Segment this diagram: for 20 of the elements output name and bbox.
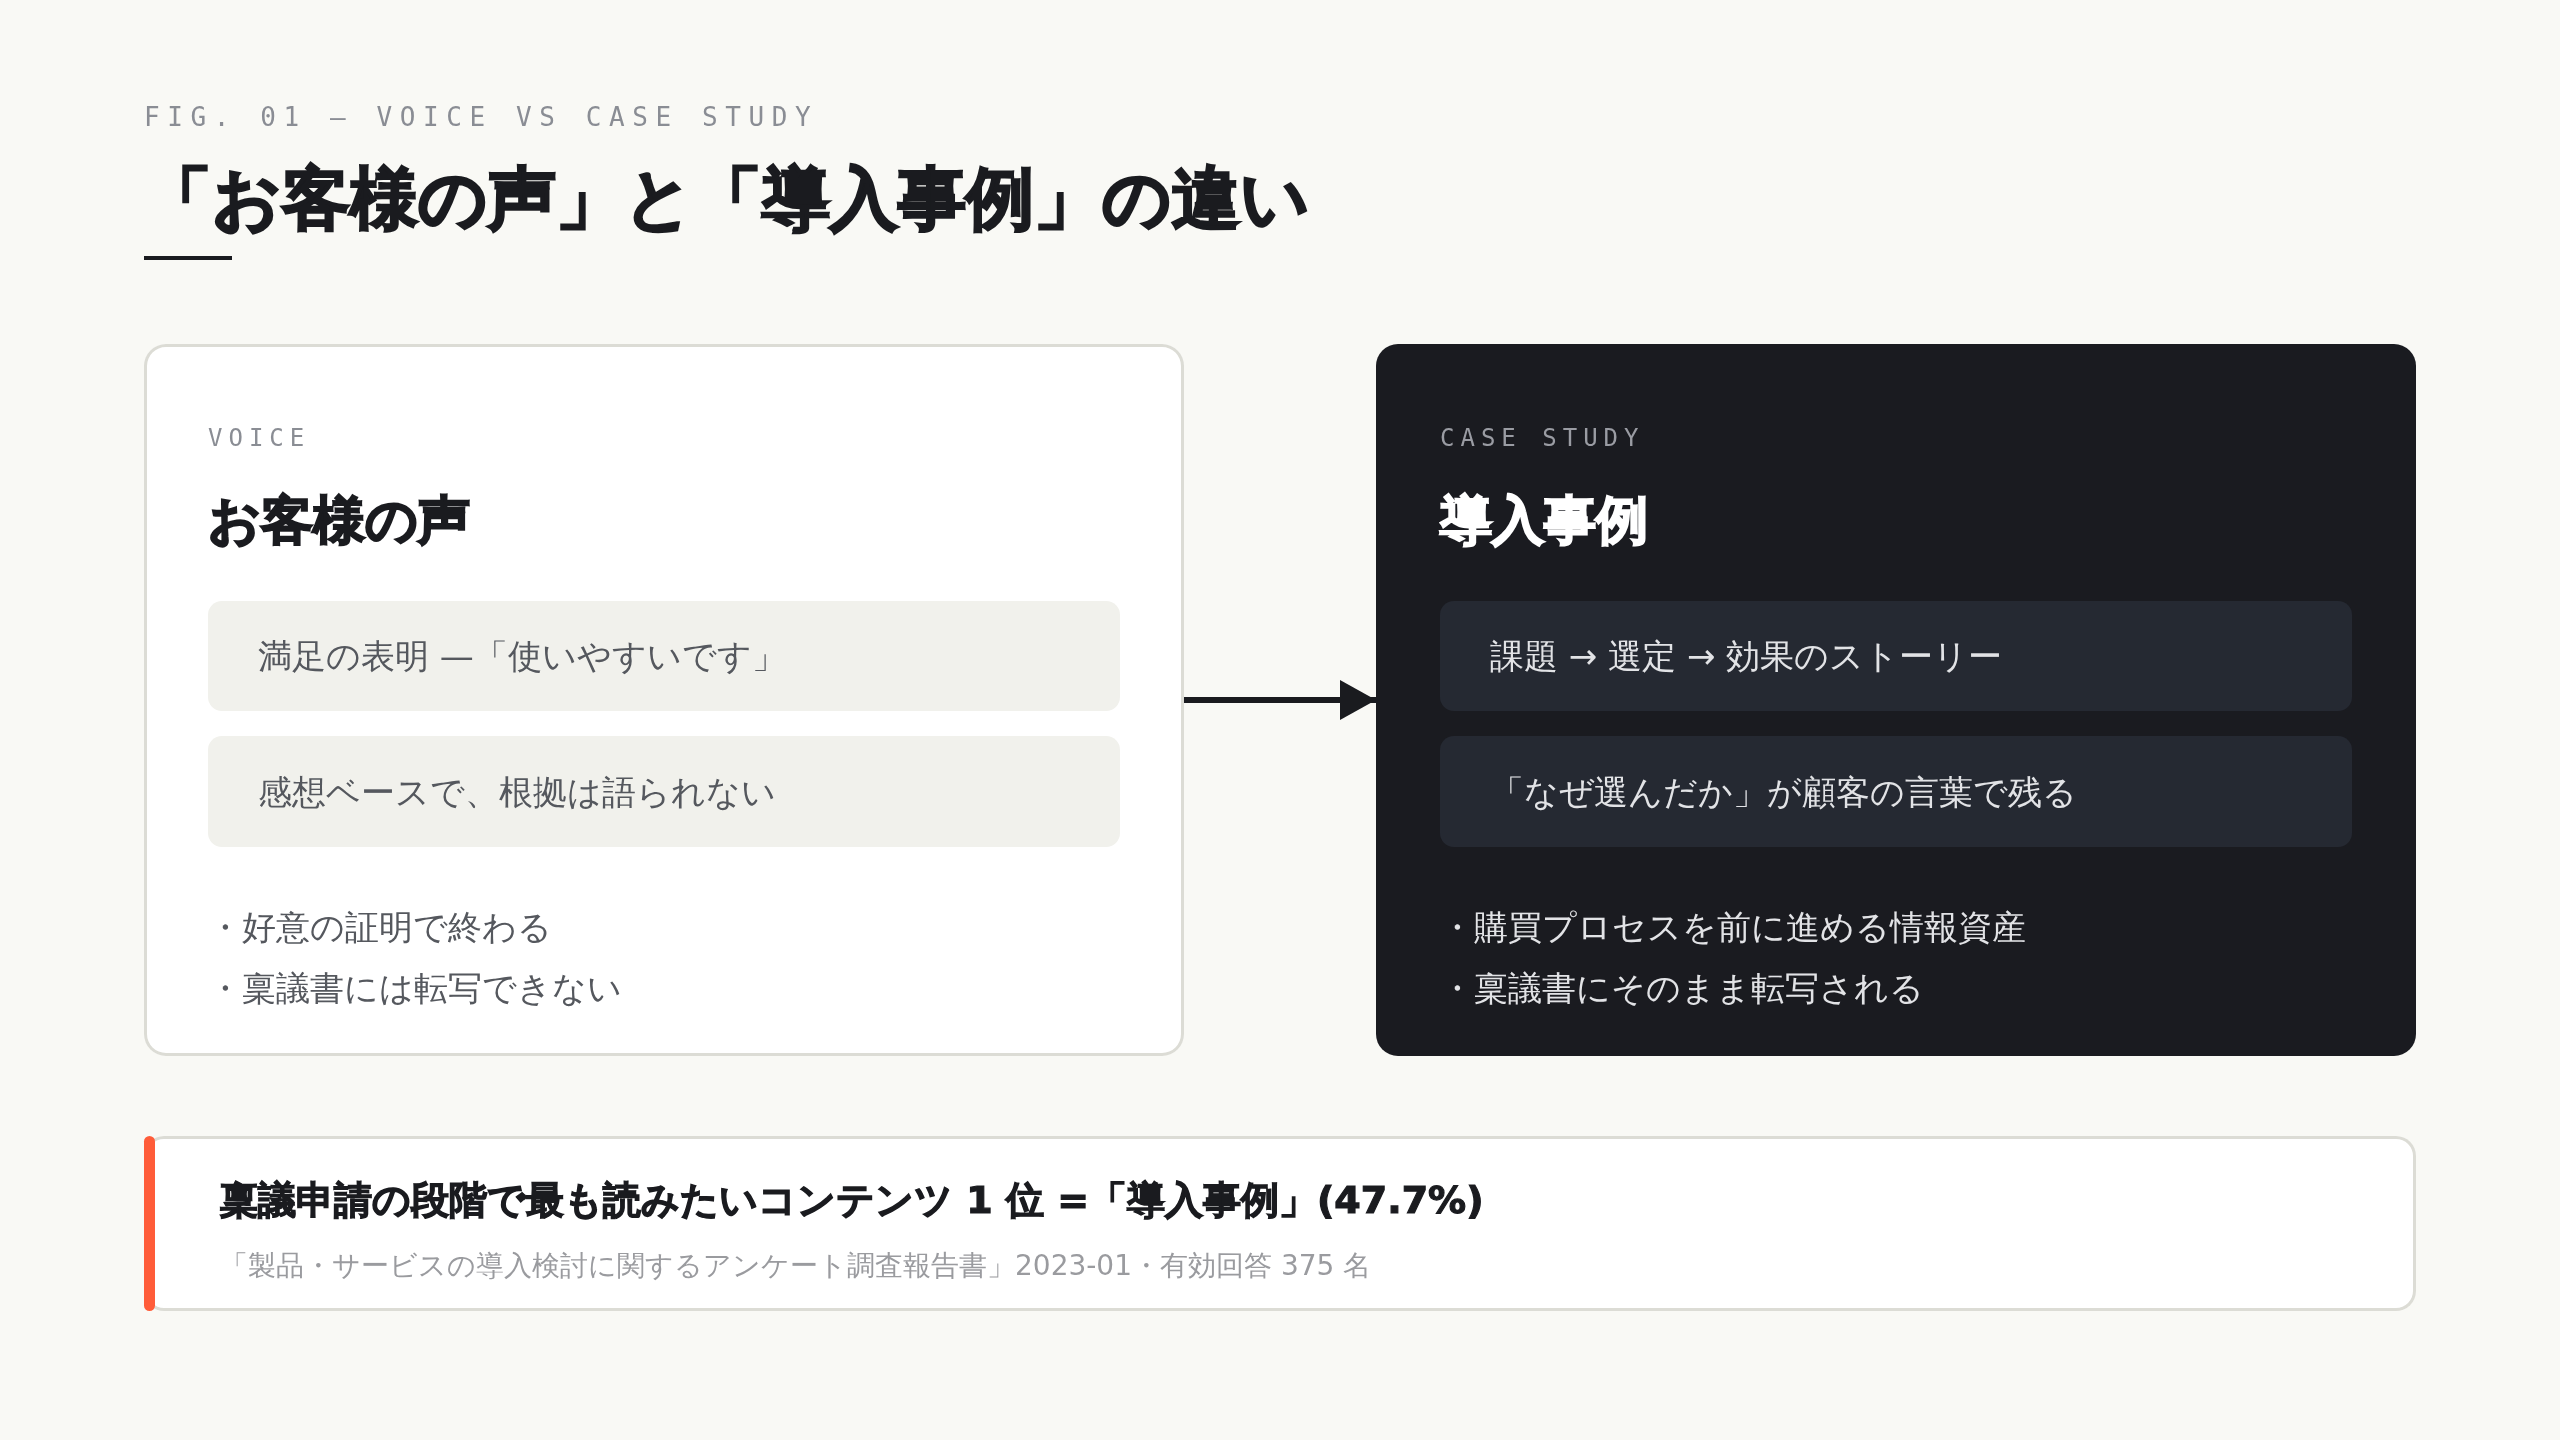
- point-text: 感想ベースで、根拠は語られない: [258, 771, 776, 814]
- bullet-item: ・稟議書には転写できない: [208, 967, 622, 1010]
- callout-panel: [144, 1136, 2416, 1311]
- page-title: 「お客様の声」と「導入事例」の違い: [144, 162, 1310, 236]
- point-text: 満足の表明 —「使いやすいです」: [258, 635, 786, 678]
- source-note: 「製品・サービスの導入検討に関するアンケート調査報告書」2023-01・有効回答 375 名: [220, 1248, 1372, 1284]
- eyebrow-label: VOICE: [208, 423, 311, 454]
- bullet-item: ・好意の証明で終わる: [208, 906, 552, 949]
- point-text: 「なぜ選んだか」が顧客の言葉で残る: [1490, 771, 2077, 814]
- eyebrow-label: CASE STUDY: [1440, 423, 1645, 454]
- point-text: 課題 → 選定 → 効果のストーリー: [1490, 635, 2003, 678]
- bullet-item: ・購買プロセスを前に進める情報資産: [1440, 906, 2026, 949]
- figure-label: FIG. 01 — VOICE VS CASE STUDY: [144, 101, 819, 134]
- comparison-card: [1376, 344, 2416, 1056]
- card-heading: 導入事例: [1440, 489, 1648, 552]
- callout-heading: 稟議申請の段階で最も読みたいコンテンツ 1 位 =「導入事例」(47.7%): [220, 1177, 1484, 1224]
- comparison-card: [144, 344, 1184, 1056]
- bullet-item: ・稟議書にそのまま転写される: [1440, 967, 1924, 1010]
- card-heading: お客様の声: [208, 489, 470, 552]
- arrow: [1184, 680, 1376, 720]
